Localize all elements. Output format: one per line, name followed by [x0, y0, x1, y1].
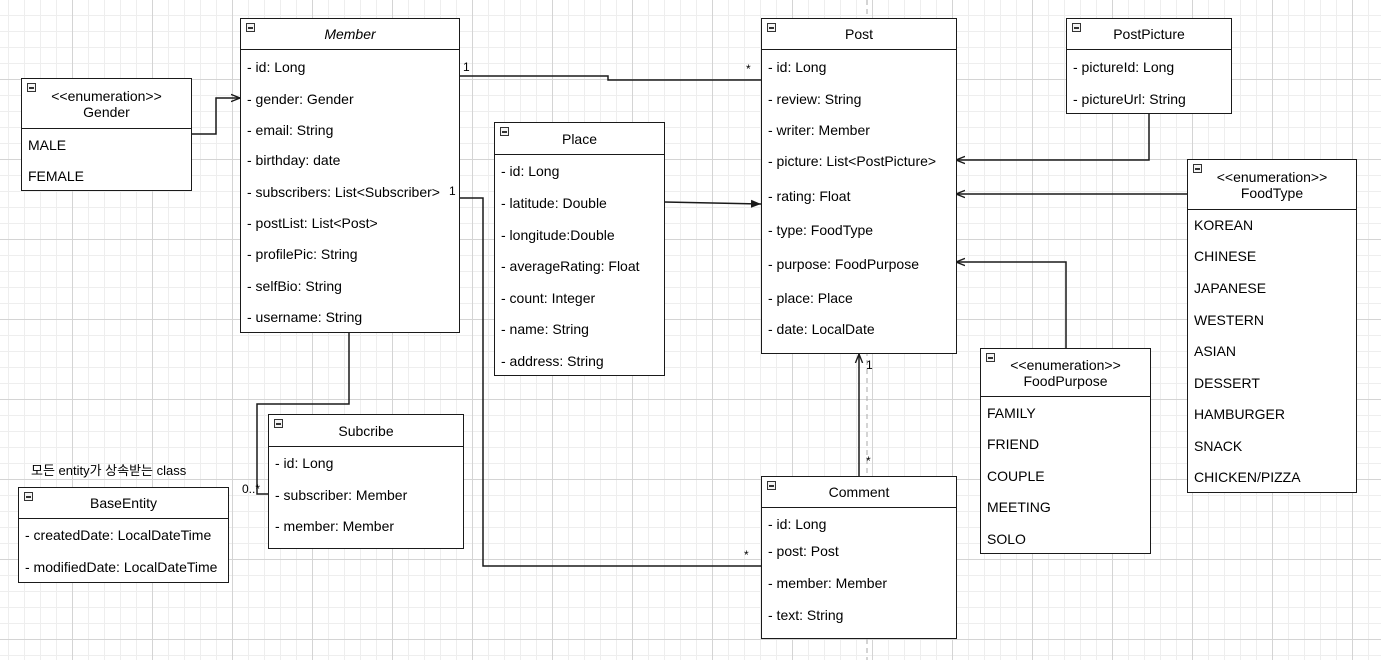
attribute-row: - name: String — [501, 321, 589, 337]
class-place[interactable]: Place - id: Long - latitude: Double - lo… — [494, 122, 665, 376]
multiplicity-label: 0..* — [242, 482, 261, 496]
class-name: BaseEntity — [90, 495, 157, 511]
attribute-row: - id: Long — [275, 455, 334, 471]
attribute-row: - modifiedDate: LocalDateTime — [25, 559, 218, 575]
attribute-row: - id: Long — [768, 516, 827, 532]
attribute-row: - pictureId: Long — [1073, 59, 1175, 75]
class-foodpurpose[interactable]: <<enumeration>> FoodPurpose FAMILY FRIEN… — [980, 348, 1151, 554]
edge-gender-member — [191, 98, 240, 135]
attribute-row: - text: String — [768, 607, 844, 623]
enum-value: CHICKEN/PIZZA — [1194, 469, 1301, 485]
attribute-row: - pictureUrl: String — [1073, 91, 1186, 107]
attribute-row: - address: String — [501, 353, 604, 369]
attribute-row: - postList: List<Post> — [247, 215, 378, 231]
class-stereotype: <<enumeration>> — [1216, 168, 1328, 185]
attribute-row: - place: Place — [768, 290, 853, 306]
class-name: PostPicture — [1113, 26, 1185, 42]
attribute-row: - username: String — [247, 309, 363, 325]
edge-foodpurpose-post — [956, 262, 1067, 348]
attribute-row: - profilePic: String — [247, 246, 358, 262]
enum-value: FAMILY — [987, 405, 1036, 421]
attribute-row: - id: Long — [501, 163, 560, 179]
class-post[interactable]: Post - id: Long - review: String - write… — [761, 18, 957, 354]
edge-member-post — [459, 75, 761, 81]
enum-value: HAMBURGER — [1194, 406, 1286, 422]
collapse-icon[interactable] — [246, 23, 255, 32]
class-name: FoodPurpose — [1023, 372, 1108, 389]
enum-value: DESSERT — [1194, 375, 1260, 391]
enum-value: FEMALE — [28, 168, 85, 184]
multiplicity-label: * — [746, 62, 751, 76]
attribute-row: - latitude: Double — [501, 195, 607, 211]
attribute-row: - longitude:Double — [501, 227, 615, 243]
class-stereotype: <<enumeration>> — [1010, 356, 1121, 373]
attribute-row: - selfBio: String — [247, 278, 342, 294]
attribute-row: - date: LocalDate — [768, 321, 875, 337]
collapse-icon[interactable] — [500, 127, 509, 136]
attribute-row: - rating: Float — [768, 188, 851, 204]
enum-value: SNACK — [1194, 438, 1243, 454]
multiplicity-label: * — [866, 454, 871, 468]
collapse-icon[interactable] — [767, 23, 776, 32]
attribute-row: - id: Long — [768, 59, 827, 75]
baseentity-note: 모든 entity가 상속받는 class — [31, 463, 187, 478]
class-name: Comment — [828, 484, 890, 500]
enum-value: SOLO — [987, 531, 1026, 547]
class-member[interactable]: Member - id: Long - gender: Gender - ema… — [240, 18, 460, 333]
enum-value: ASIAN — [1194, 343, 1237, 359]
attribute-row: - averageRating: Float — [501, 258, 640, 274]
attribute-row: - picture: List<PostPicture> — [768, 153, 937, 169]
class-foodtype[interactable]: <<enumeration>> FoodType KOREAN CHINESE … — [1187, 159, 1357, 493]
collapse-icon[interactable] — [1193, 164, 1202, 173]
class-name: Gender — [83, 103, 130, 120]
attribute-row: - subscriber: Member — [275, 487, 408, 503]
collapse-icon[interactable] — [24, 492, 33, 501]
class-subscribe[interactable]: Subcribe - id: Long - subscriber: Member… — [268, 414, 464, 549]
attribute-row: - purpose: FoodPurpose — [768, 256, 919, 272]
enum-value: JAPANESE — [1194, 280, 1267, 296]
enum-value: WESTERN — [1194, 312, 1264, 328]
multiplicity-label: 1 — [866, 358, 873, 372]
attribute-row: - createdDate: LocalDateTime — [25, 527, 212, 543]
class-name: Subcribe — [338, 422, 394, 439]
attribute-row: - email: String — [247, 122, 334, 138]
enum-value: COUPLE — [987, 468, 1045, 484]
attribute-row: - id: Long — [247, 59, 306, 75]
class-comment[interactable]: Comment - id: Long - post: Post - member… — [761, 476, 957, 639]
class-name: Member — [324, 26, 376, 42]
collapse-icon[interactable] — [274, 419, 283, 428]
class-name: Post — [844, 26, 873, 42]
attribute-row: - post: Post — [768, 543, 839, 559]
attribute-row: - type: FoodType — [768, 222, 874, 238]
class-name: Place — [561, 130, 598, 147]
class-baseentity[interactable]: BaseEntity - createdDate: LocalDateTime … — [18, 487, 229, 583]
multiplicity-label: 1 — [463, 60, 470, 74]
attribute-row: - review: String — [768, 91, 862, 107]
collapse-icon[interactable] — [986, 353, 995, 362]
enum-value: MEETING — [987, 499, 1051, 515]
attribute-row: - writer: Member — [768, 122, 870, 138]
collapse-icon[interactable] — [1072, 23, 1081, 32]
collapse-icon[interactable] — [767, 481, 776, 490]
class-postpicture[interactable]: PostPicture - pictureId: Long - pictureU… — [1066, 18, 1232, 114]
collapse-icon[interactable] — [27, 83, 36, 92]
attribute-row: - member: Member — [275, 518, 395, 534]
attribute-row: - gender: Gender — [247, 91, 354, 107]
enum-value: MALE — [28, 137, 67, 153]
class-gender[interactable]: <<enumeration>> Gender MALE FEMALE — [21, 78, 192, 191]
attribute-row: - count: Integer — [501, 290, 596, 306]
attribute-row: - subscribers: List<Subscriber> — [247, 184, 440, 200]
class-name: FoodType — [1240, 184, 1304, 201]
enum-value: FRIEND — [987, 436, 1040, 452]
edge-place-post — [663, 199, 762, 208]
multiplicity-label: 1 — [449, 184, 456, 198]
class-stereotype: <<enumeration>> — [51, 87, 162, 104]
attribute-row: - birthday: date — [247, 152, 341, 168]
enum-value: CHINESE — [1194, 248, 1257, 264]
multiplicity-label: * — [744, 548, 749, 562]
attribute-row: - member: Member — [768, 575, 888, 591]
enum-value: KOREAN — [1194, 217, 1254, 233]
edge-postpicture-post — [956, 113, 1150, 160]
